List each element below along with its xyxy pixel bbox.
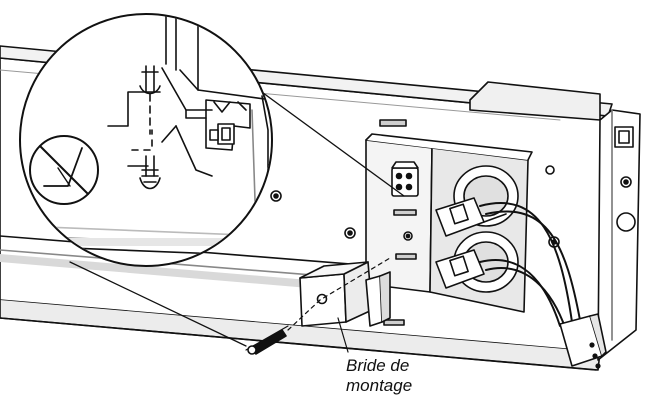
mounting-bracket — [299, 261, 391, 327]
end-bracket — [469, 81, 641, 361]
mounting-bracket-label: Bride de montage — [346, 356, 412, 396]
callout-line-1: Bride de — [346, 356, 410, 375]
alignment-line — [287, 257, 391, 331]
screw-icon — [245, 325, 289, 355]
cable-harness — [435, 197, 607, 369]
callout-line-2: montage — [346, 376, 413, 395]
prohibited-icon — [29, 135, 99, 205]
connector-compartment — [365, 133, 533, 313]
callout-leader — [337, 317, 349, 353]
detail-circle — [19, 13, 273, 267]
